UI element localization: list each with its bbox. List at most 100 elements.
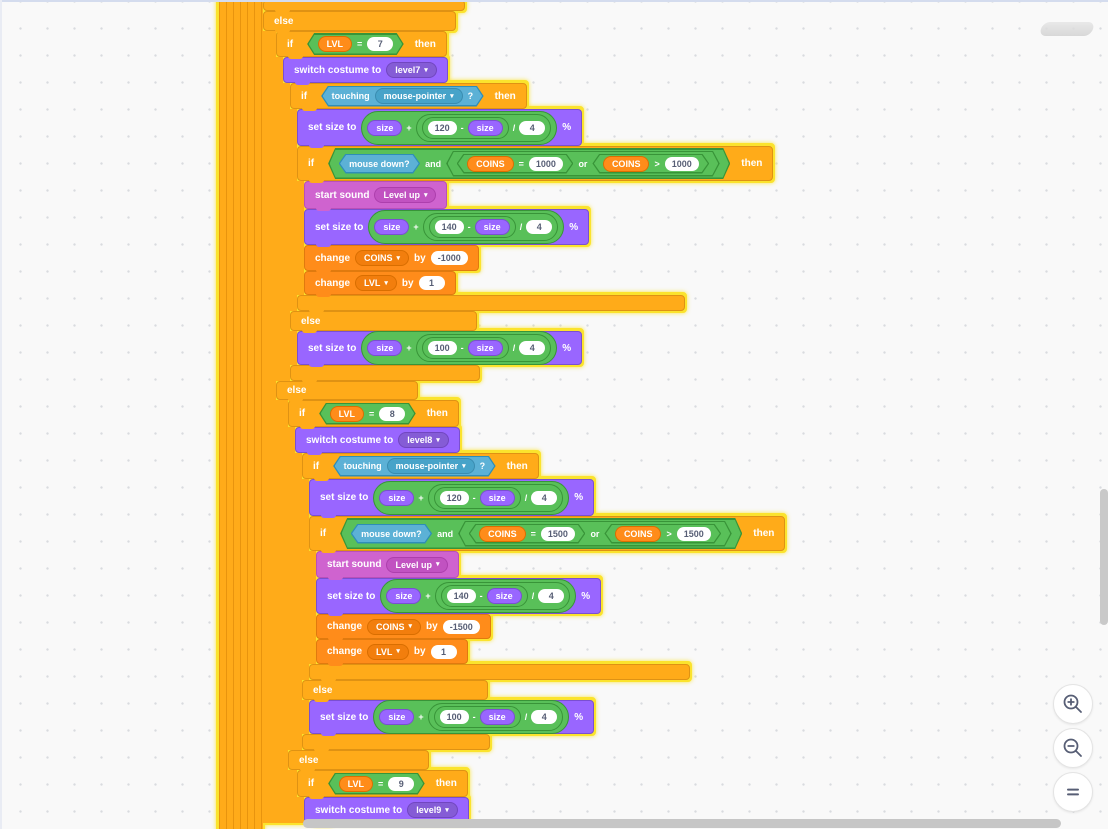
subtract-oval[interactable]: 120-size xyxy=(433,486,521,509)
comparison-hex[interactable]: COINS=1500 xyxy=(469,524,586,544)
subtract-oval[interactable]: 100-size xyxy=(433,706,521,728)
equals-hex[interactable]: LVL=8 xyxy=(319,403,416,425)
costume-dropdown[interactable]: level9▾ xyxy=(407,802,458,818)
zoom-in-button[interactable] xyxy=(1053,684,1093,724)
size-reporter-pill[interactable]: size xyxy=(367,119,403,136)
vertical-scrollbar-thumb[interactable] xyxy=(1100,489,1108,625)
comparison-hex[interactable]: COINS>1000 xyxy=(592,154,709,174)
variable-pill-lvl[interactable]: LVL xyxy=(339,776,373,792)
mouse-down-hex[interactable]: mouse down? xyxy=(351,524,433,544)
add-oval[interactable]: size+120-size/4 xyxy=(373,480,570,515)
c-block-end-bar[interactable] xyxy=(297,295,685,313)
lvl-variable-dropdown[interactable]: LVL▾ xyxy=(355,275,397,291)
subtract-oval[interactable]: 120-size xyxy=(421,116,509,139)
number-input[interactable]: 1500 xyxy=(677,527,711,541)
variable-pill-coins[interactable]: COINS xyxy=(603,156,650,172)
coins-variable-dropdown[interactable]: COINS▾ xyxy=(355,250,410,266)
divide-oval[interactable]: 140-size/4 xyxy=(422,213,559,241)
add-oval[interactable]: size+100-size/4 xyxy=(373,700,570,734)
size-reporter-pill[interactable]: size xyxy=(467,340,503,356)
touch-target-dropdown[interactable]: mouse-pointer▾ xyxy=(375,88,463,104)
add-oval[interactable]: size+120-size/4 xyxy=(361,110,558,145)
costume-dropdown[interactable]: level7▾ xyxy=(386,62,437,78)
size-reporter-pill[interactable]: size xyxy=(479,709,515,725)
comparison-hex[interactable]: COINS>1500 xyxy=(604,524,721,544)
size-reporter-pill[interactable]: size xyxy=(386,588,422,604)
add-oval[interactable]: size+140-size/4 xyxy=(380,579,577,613)
divide-oval[interactable]: 140-size/4 xyxy=(434,582,571,610)
size-reporter-pill[interactable]: size xyxy=(374,219,410,235)
else-arm[interactable]: else xyxy=(302,680,488,702)
else-arm[interactable]: else xyxy=(288,750,429,772)
c-block-end-bar[interactable] xyxy=(263,0,465,13)
size-reporter-pill[interactable]: size xyxy=(479,489,515,506)
size-reporter-pill[interactable]: size xyxy=(486,588,522,604)
else-arm[interactable]: else xyxy=(276,381,418,402)
number-input[interactable]: 120 xyxy=(439,490,469,505)
variable-pill-coins[interactable]: COINS xyxy=(479,526,526,542)
number-input[interactable]: -1500 xyxy=(442,619,480,634)
number-input[interactable]: 1000 xyxy=(529,157,563,171)
size-reporter-pill[interactable]: size xyxy=(379,709,415,725)
subtract-oval[interactable]: 100-size xyxy=(421,337,509,359)
touch-target-dropdown[interactable]: mouse-pointer▾ xyxy=(387,458,475,474)
number-input[interactable]: 140 xyxy=(446,589,476,603)
else-arm[interactable]: else xyxy=(290,311,477,333)
comparison-hex[interactable]: COINS=1000 xyxy=(457,154,574,174)
number-input[interactable]: 7 xyxy=(367,37,393,51)
number-input[interactable]: -1000 xyxy=(430,251,468,265)
else-arm[interactable]: else xyxy=(263,11,456,33)
subtract-oval[interactable]: 140-size xyxy=(428,216,516,238)
variable-pill-coins[interactable]: COINS xyxy=(467,156,514,172)
number-input[interactable]: 4 xyxy=(531,490,558,505)
divide-oval[interactable]: 120-size/4 xyxy=(415,113,552,142)
number-input[interactable]: 4 xyxy=(519,341,546,355)
mouse-down-hex[interactable]: mouse down? xyxy=(339,154,421,174)
number-input[interactable]: 4 xyxy=(526,220,553,234)
number-input[interactable]: 1 xyxy=(418,276,445,290)
divide-oval[interactable]: 120-size/4 xyxy=(427,483,564,512)
lvl-variable-dropdown[interactable]: LVL▾ xyxy=(367,643,409,660)
divide-oval[interactable]: 100-size/4 xyxy=(427,703,564,731)
size-reporter-pill[interactable]: size xyxy=(467,119,503,136)
number-input[interactable]: 1000 xyxy=(665,157,699,171)
add-oval[interactable]: size+100-size/4 xyxy=(361,331,558,365)
coins-variable-dropdown[interactable]: COINS▾ xyxy=(367,618,422,635)
divide-oval[interactable]: 100-size/4 xyxy=(415,334,552,362)
number-input[interactable]: 9 xyxy=(388,777,414,791)
zoom-reset-button[interactable] xyxy=(1053,772,1093,812)
number-input[interactable]: 4 xyxy=(531,710,558,724)
sound-dropdown[interactable]: Level up▾ xyxy=(374,187,437,203)
c-block-end-bar[interactable] xyxy=(290,365,480,383)
equals-hex[interactable]: LVL=9 xyxy=(328,773,425,795)
sound-dropdown[interactable]: Level up▾ xyxy=(386,556,449,573)
zoom-out-button[interactable] xyxy=(1053,728,1093,768)
size-reporter-pill[interactable]: size xyxy=(379,489,415,506)
variable-pill-lvl[interactable]: LVL xyxy=(330,406,364,422)
equals-hex[interactable]: LVL=7 xyxy=(307,33,404,55)
number-input[interactable]: 140 xyxy=(434,220,464,234)
number-input[interactable]: 100 xyxy=(427,341,457,355)
